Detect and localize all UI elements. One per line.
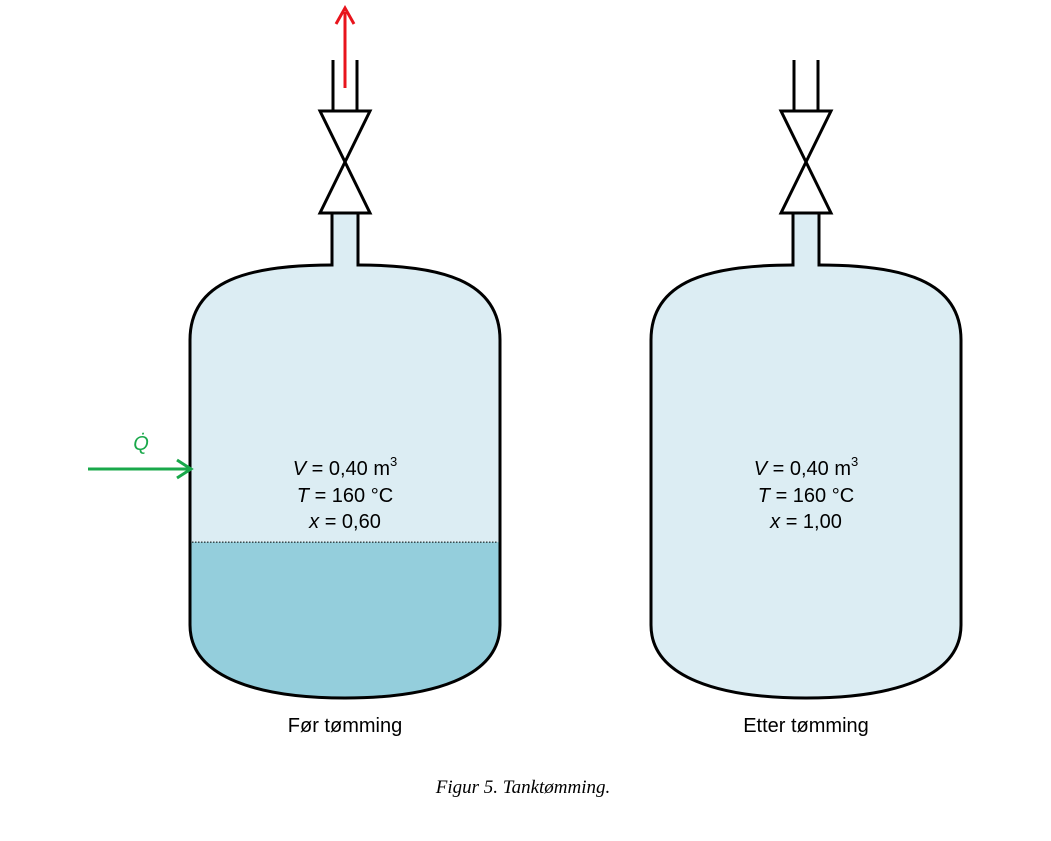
quality-label-after: x = 1,00 bbox=[769, 511, 842, 533]
quality-label-before: x = 0,60 bbox=[308, 511, 381, 533]
tank-after: V = 0,40 m3 T = 160 °C x = 1,00 Etter tø… bbox=[649, 60, 963, 737]
valve-after bbox=[778, 109, 834, 215]
outlet-pipe-after bbox=[791, 211, 821, 269]
heat-arrow bbox=[88, 458, 194, 480]
tank-body-after bbox=[649, 263, 963, 700]
figure-caption: Figur 5. Tanktømming. bbox=[435, 777, 611, 798]
tank-outline-before bbox=[188, 263, 502, 700]
heat-label: Q̇ bbox=[133, 433, 149, 455]
temperature-label-after: T = 160 °C bbox=[758, 485, 854, 507]
volume-label-before: V = 0,40 m3 bbox=[293, 454, 398, 480]
title-before: Før tømming bbox=[288, 715, 402, 737]
temperature-label-before: T = 160 °C bbox=[297, 485, 393, 507]
outflow-arrow bbox=[334, 4, 356, 88]
volume-label-after: V = 0,40 m3 bbox=[754, 454, 859, 480]
liquid-region bbox=[190, 542, 500, 698]
outlet-pipe-before bbox=[330, 211, 360, 269]
tank-before: Q̇ V = 0,40 m3 T = 160 °C x = 0,60 Før t… bbox=[88, 4, 502, 737]
valve-before bbox=[317, 109, 373, 215]
title-after: Etter tømming bbox=[743, 715, 869, 737]
